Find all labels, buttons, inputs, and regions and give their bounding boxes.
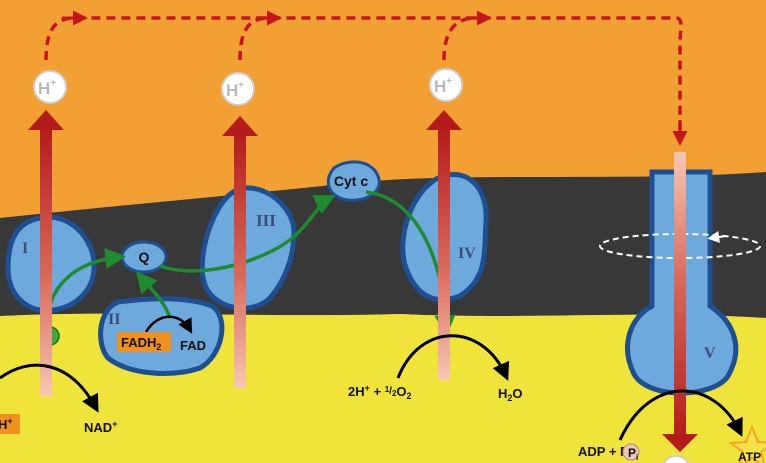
proton-channel-V <box>674 152 686 438</box>
proton-pump-arrowhead-IV <box>426 110 462 130</box>
inner-membrane <box>0 172 766 318</box>
svg-text:H+: H+ <box>226 80 244 100</box>
water-label: H2O <box>498 386 523 403</box>
proton-return-path <box>44 16 683 132</box>
cytochrome-c-label: Cyt c <box>334 173 368 189</box>
electron-path-Q-to-cytc <box>159 195 336 273</box>
svg-text:H+: H+ <box>38 78 56 98</box>
electron-path-II-to-Q <box>135 271 172 319</box>
proton-pump-arrowhead-I <box>28 110 64 130</box>
complex-5-label: V <box>704 345 716 362</box>
reaction-arc-V <box>618 389 743 441</box>
atp-label: ATP <box>738 450 761 463</box>
proton-pump-arrow-I <box>40 128 52 396</box>
proton-icon: H+ <box>429 68 463 102</box>
proton-icon: H+ <box>221 72 255 106</box>
proton-icon <box>662 455 690 463</box>
proton-pump-arrow-III <box>234 134 246 388</box>
quinone-label: Q <box>139 249 150 265</box>
complex-1-label: I <box>22 240 28 257</box>
fad-label: FAD <box>180 338 206 353</box>
proton-pump-arrow-IV <box>438 128 450 380</box>
rotation-arrow-icon <box>707 231 727 243</box>
nadh-badge <box>0 414 20 434</box>
fadh2-badge <box>117 332 171 352</box>
star-icon <box>728 424 766 463</box>
phosphate-icon <box>622 443 640 461</box>
reaction-arc-IV <box>396 334 510 381</box>
nad-plus-label: NAD+ <box>84 419 117 435</box>
adp-pi-label: ADP + P <box>578 444 629 459</box>
complex-3 <box>199 185 297 311</box>
reaction-arc-I <box>0 363 99 413</box>
proton-icon: H+ <box>33 70 67 104</box>
pi-label: Pi <box>628 446 638 462</box>
complex-3-label: III <box>256 211 276 230</box>
proton-pump-arrowhead-III <box>222 116 258 136</box>
reaction-arc-II <box>144 315 193 334</box>
proton-path-IV <box>442 16 477 61</box>
svg-text:H+: H+ <box>434 76 452 96</box>
fadh2-label: FADH2 <box>121 335 161 352</box>
proton-channel-arrowhead-V <box>662 434 698 452</box>
oxygen-reactants-label: 2H+ + 1/2O2 <box>348 383 412 401</box>
nadh-label: H+ <box>0 416 13 432</box>
complex-2-label: II <box>108 311 120 328</box>
complex-4-label: IV <box>458 245 476 262</box>
